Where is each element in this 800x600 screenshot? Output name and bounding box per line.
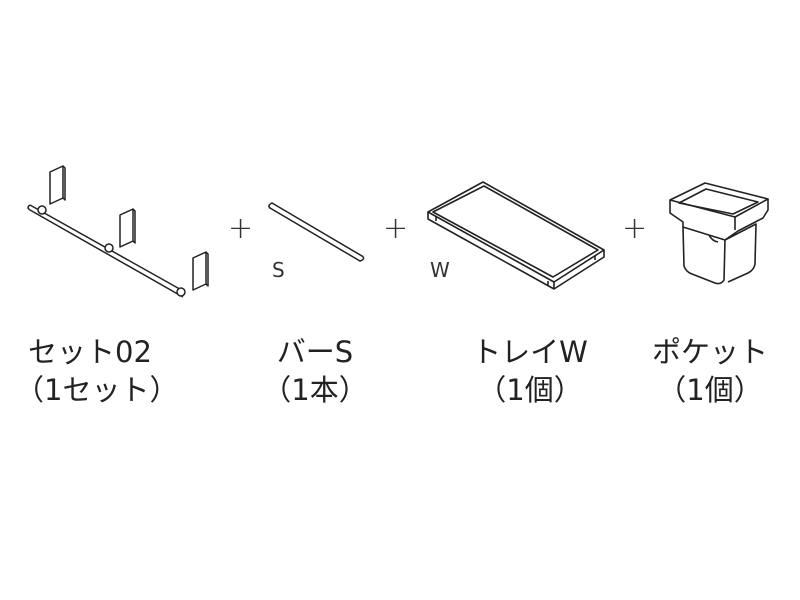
pocket-quantity: （1個） <box>657 373 763 407</box>
set02-illustration <box>27 165 209 298</box>
bar-s-quantity: （1本） <box>262 373 368 407</box>
tray-w-illustration <box>427 181 605 290</box>
tray-w-name: トレイW <box>472 335 588 369</box>
bar-s-size-tag: S <box>272 258 285 282</box>
bar-s-illustration <box>268 202 365 262</box>
bar-s-label: バーS （1本） <box>245 333 385 409</box>
pocket-illustration <box>669 182 769 285</box>
set02-name: セット02 <box>28 335 152 369</box>
pocket-name: ポケット <box>651 335 768 369</box>
set02-quantity: （1セット） <box>15 373 179 407</box>
set02-label: セット02 （1セット） <box>15 333 179 409</box>
tray-w-quantity: （1個） <box>477 373 583 407</box>
pocket-label: ポケット （1個） <box>635 333 785 409</box>
plus-sign: + <box>228 211 254 246</box>
bar-s-name: バーS <box>276 335 354 369</box>
plus-sign: + <box>383 211 409 246</box>
plus-sign: + <box>622 211 648 246</box>
tray-w-label: トレイW （1個） <box>455 333 605 409</box>
tray-w-size-tag: W <box>430 258 450 282</box>
